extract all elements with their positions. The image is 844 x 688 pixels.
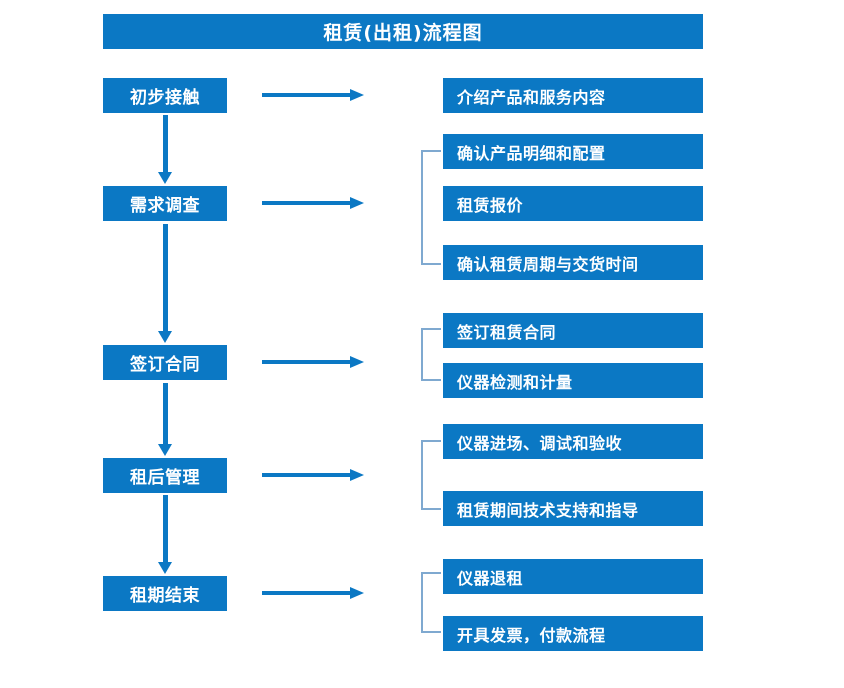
vertical-arrow-icon-3 — [158, 383, 172, 456]
horizontal-arrow-icon-5 — [262, 586, 364, 600]
horizontal-arrow-icon-2 — [262, 196, 364, 210]
detail-box-confirm-term[interactable]: 确认租赁周期与交货时间 — [443, 245, 703, 280]
group-bracket-sign-contract — [421, 328, 441, 381]
stage-box-sign-contract[interactable]: 签订合同 — [103, 345, 227, 380]
vertical-arrow-icon-4 — [158, 495, 172, 574]
group-bracket-needs-survey — [421, 150, 441, 265]
vertical-arrow-icon-1 — [158, 115, 172, 184]
page-title: 租赁(出租)流程图 — [103, 14, 703, 49]
stage-box-post-rental-mgmt[interactable]: 租后管理 — [103, 458, 227, 493]
vertical-arrow-icon-2 — [158, 224, 172, 343]
horizontal-arrow-icon-3 — [262, 355, 364, 369]
detail-box-instrument-return[interactable]: 仪器退租 — [443, 559, 703, 594]
detail-box-sign-rental-contract[interactable]: 签订租赁合同 — [443, 313, 703, 348]
group-bracket-lease-end — [421, 572, 441, 633]
group-bracket-post-rental-mgmt — [421, 440, 441, 510]
detail-box-rental-quote[interactable]: 租赁报价 — [443, 186, 703, 221]
detail-box-tech-support[interactable]: 租赁期间技术支持和指导 — [443, 491, 703, 526]
horizontal-arrow-icon-4 — [262, 468, 364, 482]
stage-box-initial-contact[interactable]: 初步接触 — [103, 78, 227, 113]
detail-box-confirm-specs[interactable]: 确认产品明细和配置 — [443, 134, 703, 169]
detail-box-invoice-payment[interactable]: 开具发票，付款流程 — [443, 616, 703, 651]
detail-box-instrument-testing[interactable]: 仪器检测和计量 — [443, 363, 703, 398]
detail-box-instrument-delivery[interactable]: 仪器进场、调试和验收 — [443, 424, 703, 459]
horizontal-arrow-icon-1 — [262, 88, 364, 102]
detail-box-introduce-products[interactable]: 介绍产品和服务内容 — [443, 78, 703, 113]
stage-box-lease-end[interactable]: 租期结束 — [103, 576, 227, 611]
stage-box-needs-survey[interactable]: 需求调查 — [103, 186, 227, 221]
